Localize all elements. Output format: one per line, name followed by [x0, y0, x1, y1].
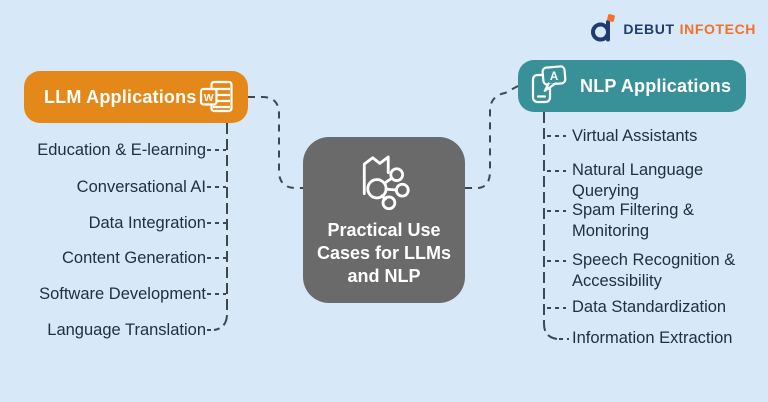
llm-item-label: Education & E-learning: [37, 141, 206, 159]
chat-translate-icon: A: [531, 65, 567, 104]
svg-text:W: W: [204, 92, 214, 104]
nlp-applications-header: A NLP Applications: [518, 60, 746, 112]
debut-d-icon: [591, 14, 616, 42]
nlp-item-label: Data Standardization: [572, 298, 727, 316]
nlp-item-label: Speech Recognition & Accessibility: [572, 251, 736, 290]
svg-text:A: A: [550, 71, 558, 83]
nlp-item-label: Information Extraction: [572, 329, 733, 347]
nlp-item-label: Natural Language Querying: [572, 161, 704, 200]
nlp-applications-title: NLP Applications: [580, 75, 732, 96]
nlp-item-label: Virtual Assistants: [572, 127, 698, 145]
llm-item-label: Content Generation: [61, 249, 206, 267]
llm-to-center-curve: [248, 96, 303, 189]
brand-name-primary: DEBUT: [623, 21, 675, 37]
llm-item-label: Data Integration: [88, 214, 206, 232]
central-topic-title: Practical Use Cases for LLMs and NLP: [317, 219, 451, 288]
central-title-line: Cases for LLMs: [316, 243, 452, 263]
central-topic-card: Practical Use Cases for LLMs and NLP: [303, 137, 465, 303]
llm-item-label: Conversational AI: [76, 178, 206, 196]
center-to-nlp-curve: [465, 85, 519, 189]
book-network-icon: [362, 155, 410, 211]
nlp-spine-line: [543, 112, 558, 340]
llm-applications-header: LLM Applications W: [24, 71, 248, 123]
llm-item-label: Software Development: [39, 285, 206, 303]
llm-item-label: Language Translation: [47, 321, 206, 339]
central-title-line: and NLP: [347, 266, 421, 286]
word-document-icon: W: [199, 80, 233, 113]
central-title-line: Practical Use: [327, 220, 441, 240]
llm-applications-title: LLM Applications: [44, 86, 197, 107]
nlp-item-label: Spam Filtering & Monitoring: [572, 201, 694, 240]
llm-spine-line: [213, 123, 228, 331]
brand-name-secondary: INFOTECH: [679, 21, 756, 37]
